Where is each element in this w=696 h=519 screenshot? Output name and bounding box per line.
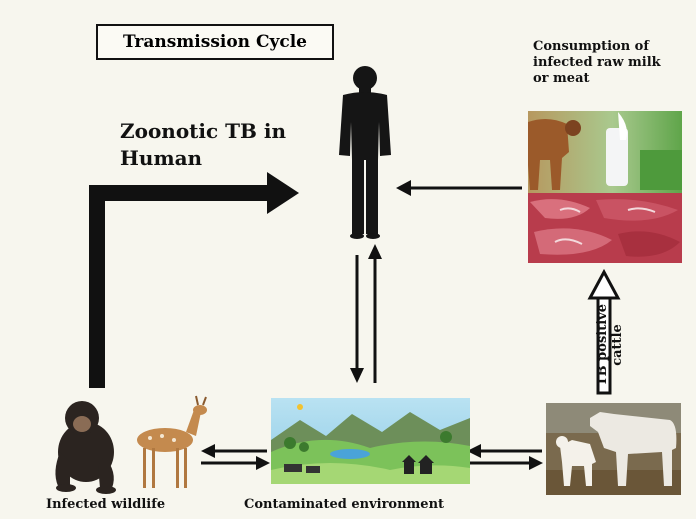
human-environment-arrows <box>350 244 382 383</box>
contaminated-environment-label: Contaminated environment <box>244 497 444 512</box>
landscape-illustration <box>271 398 470 484</box>
zoonotic-tb-label: Zoonotic TB in Human <box>120 118 320 172</box>
food-to-human-arrow <box>396 180 522 196</box>
raw-meat-photo <box>528 193 682 263</box>
tb-positive-label-line2: cattle <box>610 295 625 395</box>
consumption-label-line1: Consumption of <box>533 39 693 55</box>
infected-wildlife-label: Infected wildlife <box>46 497 165 512</box>
human-silhouette-icon <box>339 66 391 239</box>
consumption-label: Consumption of infected raw milk or meat <box>533 39 693 87</box>
diagram-title: Transmission Cycle <box>96 24 334 60</box>
consumption-label-line2: infected raw milk <box>533 55 693 71</box>
cattle-photo <box>546 403 681 495</box>
deer-icon <box>137 396 207 488</box>
tb-positive-label-line1: TB positive <box>595 295 610 395</box>
wildlife-environment-arrows <box>201 444 270 470</box>
wildlife-to-human-arrow <box>89 172 299 388</box>
zoonotic-tb-label-line2: Human <box>120 145 320 172</box>
consumption-label-line3: or meat <box>533 71 693 87</box>
milk-cow-photo <box>528 111 682 193</box>
chimpanzee-icon <box>55 401 116 494</box>
zoonotic-tb-label-line1: Zoonotic TB in <box>120 118 320 145</box>
environment-cattle-arrows <box>467 444 543 470</box>
tb-positive-cattle-label: TB positive cattle <box>595 295 625 395</box>
